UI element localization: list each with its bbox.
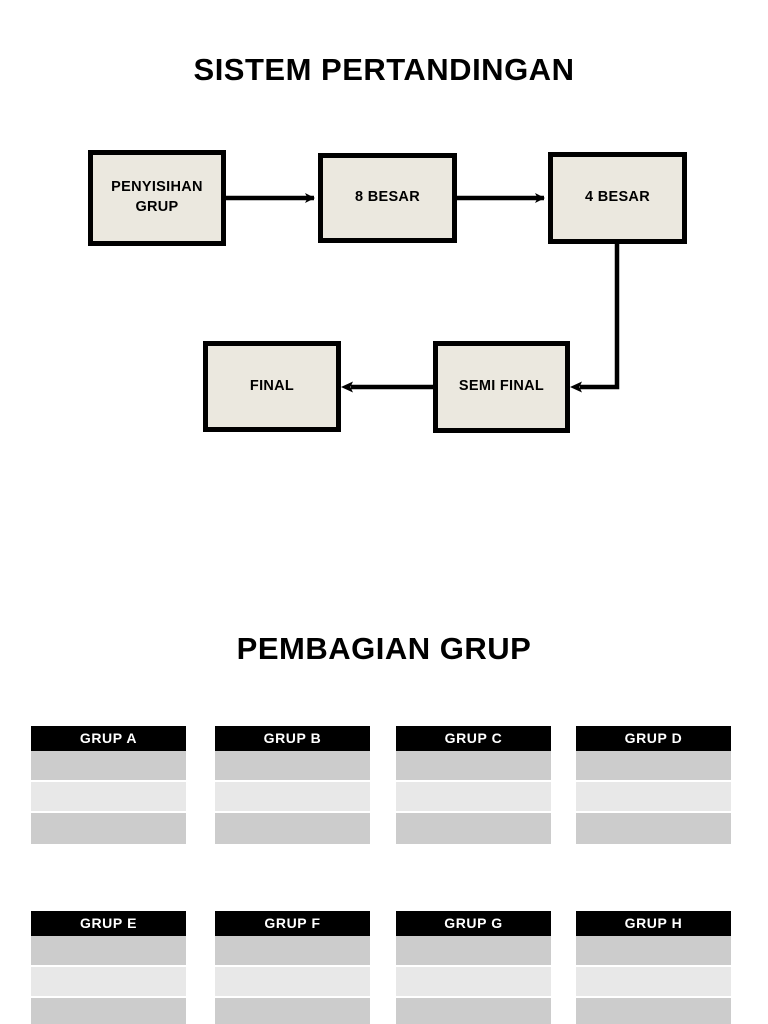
group-header-e: GRUP E xyxy=(31,911,186,936)
connector-arrowhead-final xyxy=(341,381,353,393)
group-slot-row[interactable] xyxy=(576,751,731,782)
stage-label-penyisihan-grup: PENYISIHAN GRUP xyxy=(111,178,203,217)
group-slot-row[interactable] xyxy=(576,782,731,813)
group-header-g: GRUP G xyxy=(396,911,551,936)
group-table-g: GRUP G xyxy=(396,911,551,1024)
stage-label-line1: PENYISIHAN xyxy=(111,179,203,196)
stage-box-8-besar[interactable]: 8 BESAR xyxy=(318,153,457,243)
group-slot-row[interactable] xyxy=(396,782,551,813)
group-slot-row[interactable] xyxy=(31,936,186,967)
group-table-a: GRUP A xyxy=(31,726,186,844)
connector-arrowhead-semifinal xyxy=(570,381,582,393)
group-slot-row[interactable] xyxy=(576,936,731,967)
group-slot-row[interactable] xyxy=(576,967,731,998)
group-slot-row[interactable] xyxy=(215,998,370,1024)
tournament-flowchart: PENYISIHAN GRUP 8 BESAR 4 BESAR SEMI FIN… xyxy=(88,150,687,433)
group-slot-row[interactable] xyxy=(215,751,370,782)
group-slot-row[interactable] xyxy=(215,967,370,998)
group-table-b: GRUP B xyxy=(215,726,370,844)
group-slot-row[interactable] xyxy=(396,998,551,1024)
group-slot-row[interactable] xyxy=(396,813,551,844)
group-slot-row[interactable] xyxy=(215,813,370,844)
group-header-b: GRUP B xyxy=(215,726,370,751)
stage-box-final[interactable]: FINAL xyxy=(203,341,341,432)
group-slot-row[interactable] xyxy=(576,813,731,844)
group-table-d: GRUP D xyxy=(576,726,731,844)
stage-box-semi-final[interactable]: SEMI FINAL xyxy=(433,341,570,433)
stage-box-penyisihan-grup[interactable]: PENYISIHAN GRUP xyxy=(88,150,226,246)
group-slot-row[interactable] xyxy=(396,936,551,967)
connector-4besar-to-semifinal-path xyxy=(580,244,620,390)
group-stage-title: PEMBAGIAN GRUP xyxy=(236,631,532,666)
group-slot-row[interactable] xyxy=(31,751,186,782)
stage-label-line2: GRUP xyxy=(135,199,179,215)
group-slot-row[interactable] xyxy=(31,782,186,813)
group-header-f: GRUP F xyxy=(215,911,370,936)
stage-box-4-besar[interactable]: 4 BESAR xyxy=(548,152,687,244)
group-slot-row[interactable] xyxy=(396,967,551,998)
group-header-c: GRUP C xyxy=(396,726,551,751)
flowchart-connectors xyxy=(226,193,620,393)
group-table-e: GRUP E xyxy=(31,911,186,1024)
group-slot-row[interactable] xyxy=(31,998,186,1024)
group-table-f: GRUP F xyxy=(215,911,370,1024)
group-slot-row[interactable] xyxy=(31,813,186,844)
group-table-h: GRUP H xyxy=(576,911,731,1024)
tournament-system-title: SISTEM PERTANDINGAN xyxy=(193,52,575,87)
group-header-d: GRUP D xyxy=(576,726,731,751)
group-slot-row[interactable] xyxy=(396,751,551,782)
group-slot-row[interactable] xyxy=(31,967,186,998)
group-slot-row[interactable] xyxy=(215,782,370,813)
group-slot-row[interactable] xyxy=(576,998,731,1024)
group-table-c: GRUP C xyxy=(396,726,551,844)
group-header-a: GRUP A xyxy=(31,726,186,751)
group-slot-row[interactable] xyxy=(215,936,370,967)
group-header-h: GRUP H xyxy=(576,911,731,936)
